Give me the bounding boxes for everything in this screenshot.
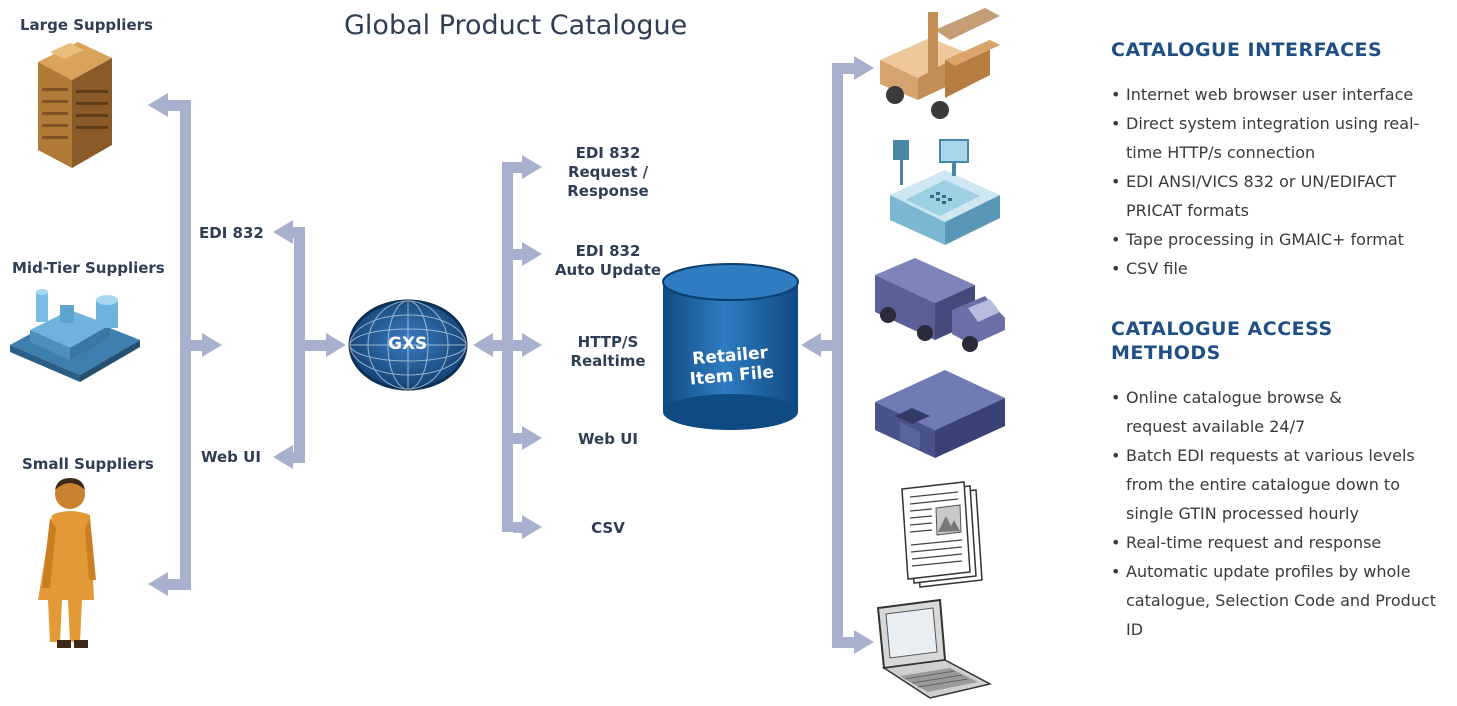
list-item: Batch EDI requests at various levels fro…: [1111, 441, 1446, 528]
mid-tier-suppliers-label: Mid-Tier Suppliers: [12, 259, 165, 277]
gxs-label: GXS: [388, 334, 428, 354]
factory-icon: [10, 289, 140, 382]
supplier-connectors: [148, 93, 346, 596]
database-icon: [662, 263, 799, 430]
small-suppliers-label: Small Suppliers: [22, 455, 154, 473]
supplier-web-label: Web UI: [201, 448, 261, 466]
large-suppliers-label: Large Suppliers: [20, 16, 153, 34]
list-item: Direct system integration using real-tim…: [1111, 109, 1446, 167]
cash-register-icon: [890, 139, 1000, 245]
gxs-globe-icon: [348, 299, 468, 391]
forklift-icon: [880, 8, 1000, 119]
truck-icon: [875, 258, 1005, 352]
list-item: Automatic update profiles by whole catal…: [1111, 557, 1446, 644]
list-item: CSV file: [1111, 254, 1446, 283]
channel-web-label: Web UI: [578, 430, 638, 448]
channel-http-label: HTTP/S Realtime: [570, 333, 646, 370]
list-item: EDI ANSI/VICS 832 or UN/EDIFACT PRICAT f…: [1111, 167, 1446, 225]
interfaces-heading: CATALOGUE INTERFACES: [1111, 39, 1383, 61]
interfaces-list: Internet web browser user interface Dire…: [1111, 80, 1446, 283]
sidebar: CATALOGUE INTERFACES Internet web browse…: [1111, 38, 1446, 644]
list-item: Tape processing in GMAIC+ format: [1111, 225, 1446, 254]
channel-edi-update-label: EDI 832 Auto Update: [554, 242, 662, 279]
list-item: Real-time request and response: [1111, 528, 1446, 557]
document-icon: [901, 481, 983, 588]
list-item: Internet web browser user interface: [1111, 80, 1446, 109]
channel-connectors: [473, 155, 542, 539]
person-icon: [38, 478, 96, 648]
list-item: Online catalogue browse & request availa…: [1111, 383, 1386, 441]
access-methods-heading: CATALOGUE ACCESS METHODS: [1111, 318, 1333, 364]
access-methods-list: Online catalogue browse & request availa…: [1111, 383, 1446, 644]
supplier-edi-label: EDI 832: [199, 224, 264, 242]
office-building-icon: [38, 42, 112, 168]
channel-csv-label: CSV: [591, 519, 625, 537]
warehouse-icon: [875, 370, 1005, 458]
diagram-canvas: [10, 8, 1005, 699]
retailer-connectors: [801, 56, 874, 654]
computer-icon: [876, 598, 993, 699]
diagram-title: Global Product Catalogue: [344, 10, 688, 41]
channel-edi-request-label: EDI 832 Request / Response: [567, 144, 649, 200]
